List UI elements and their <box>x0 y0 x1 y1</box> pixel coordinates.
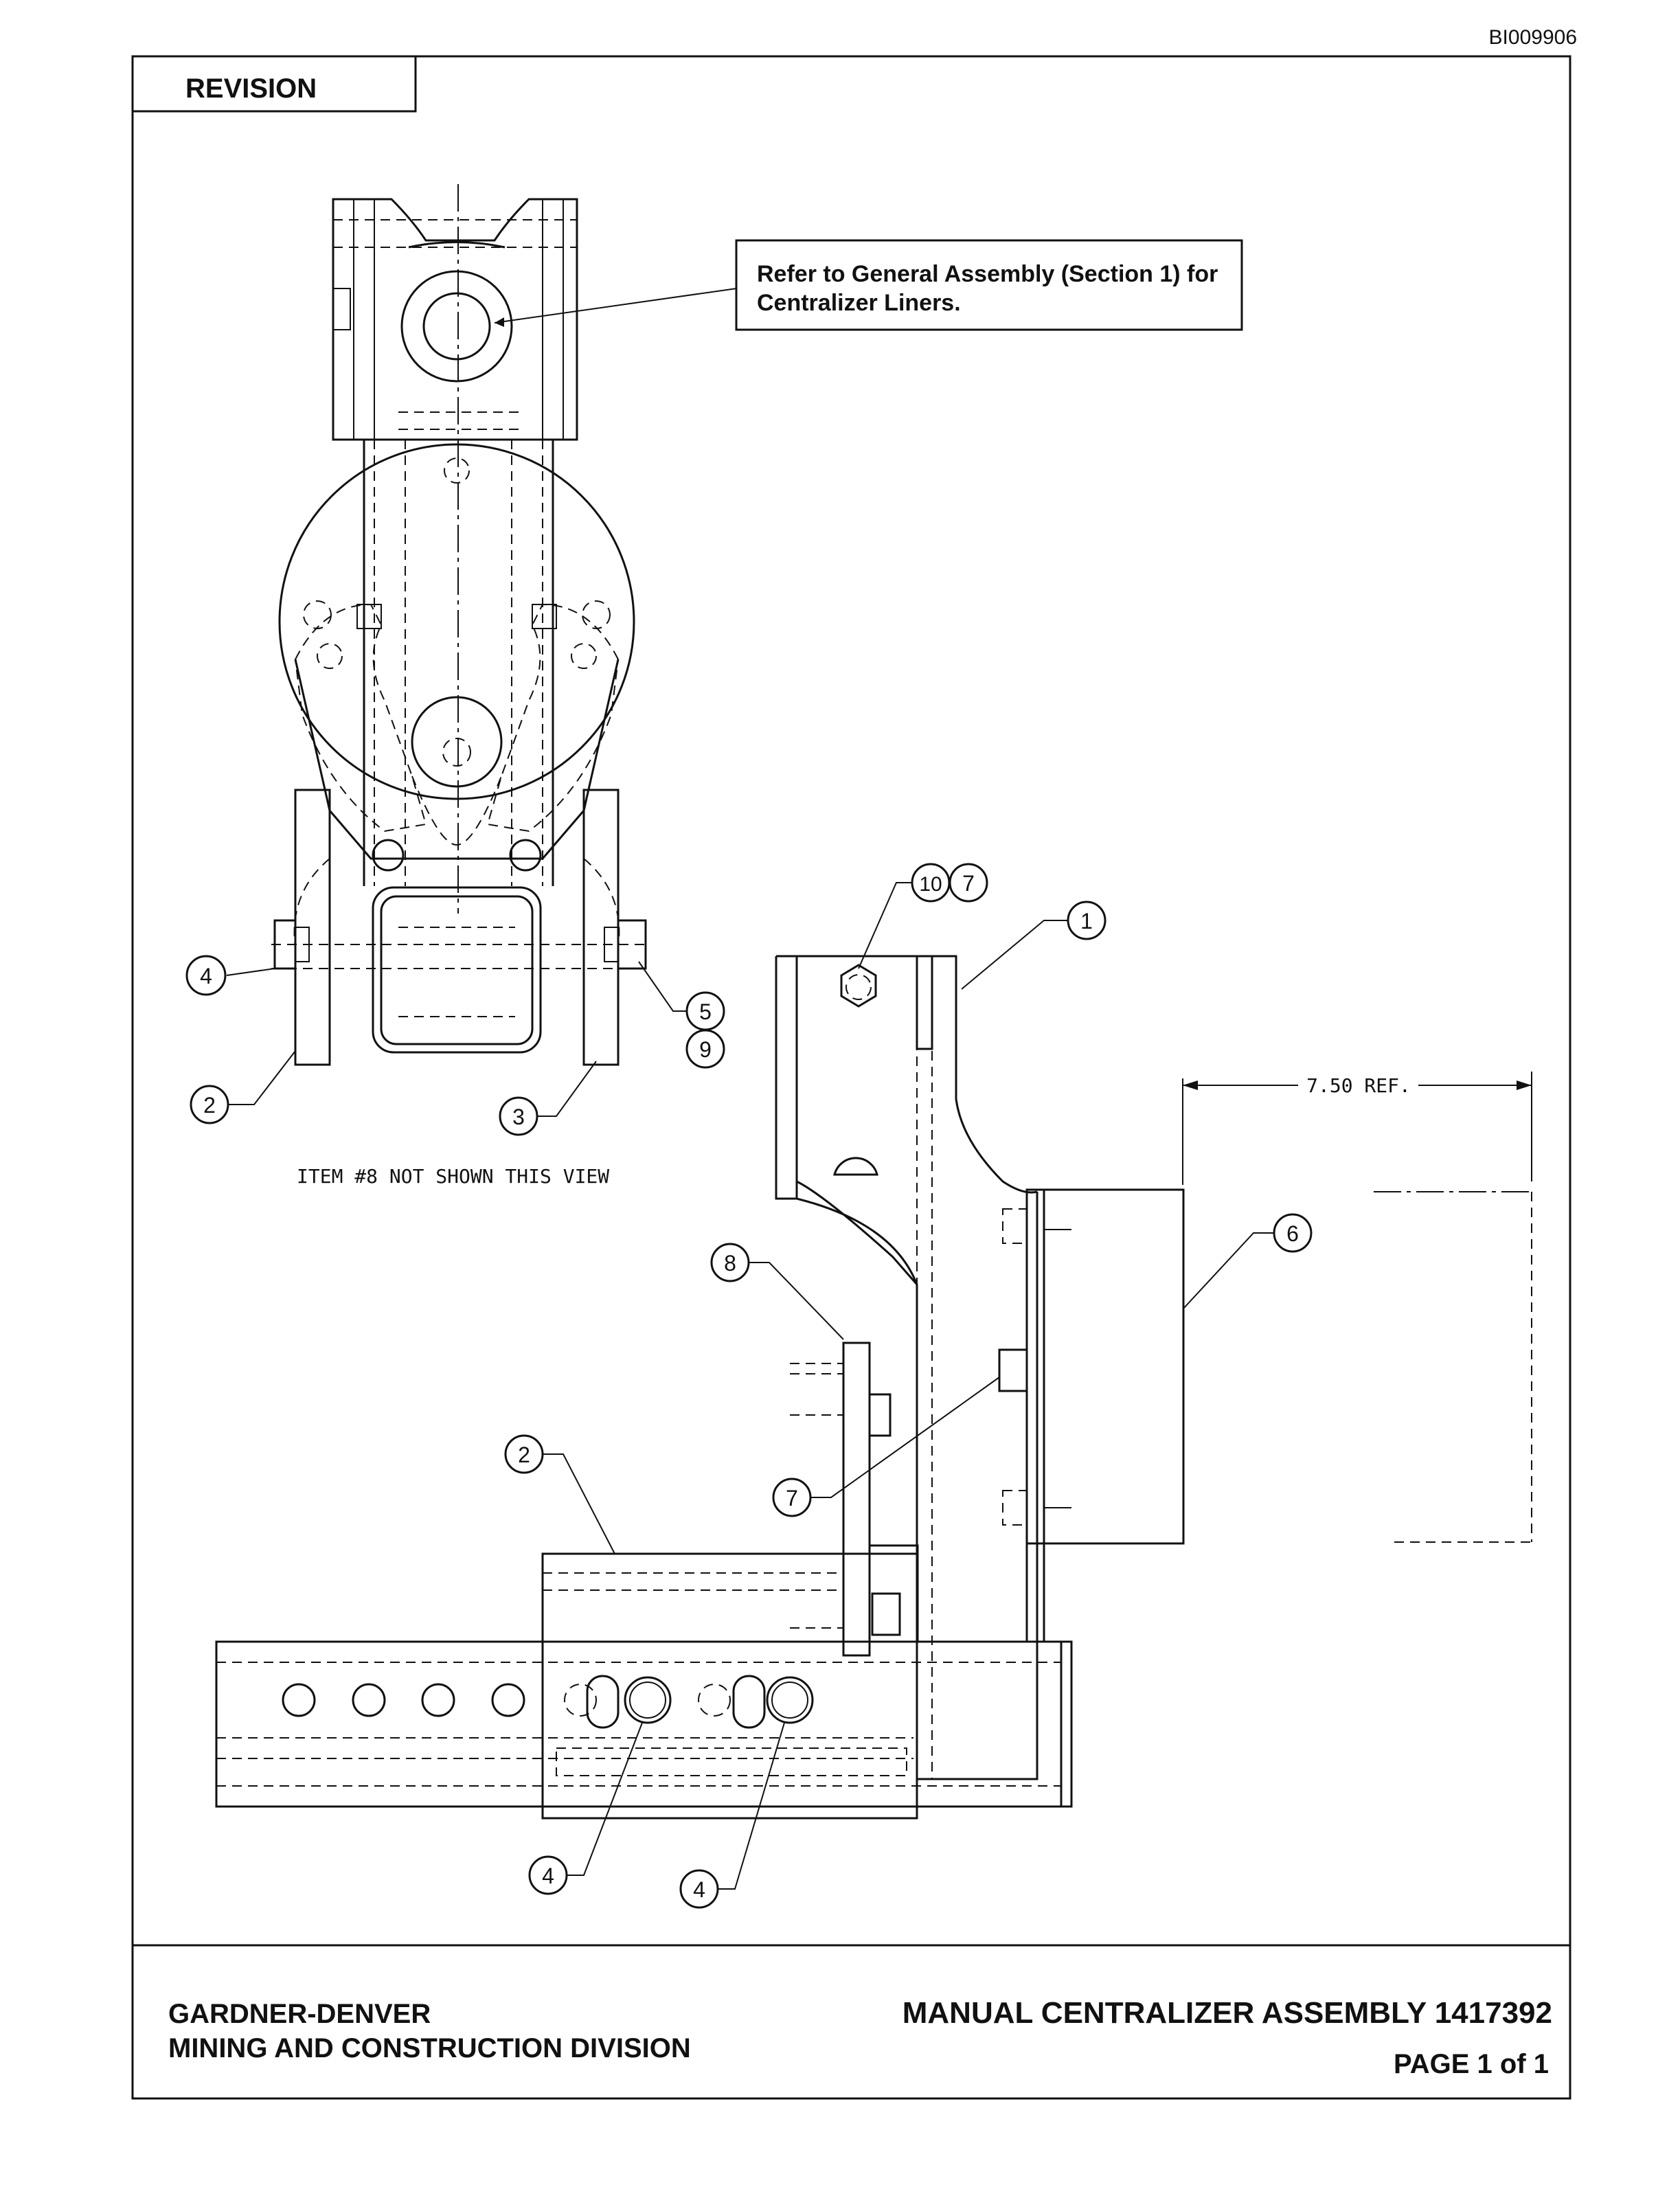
balloon-5-end-view: 5 <box>638 961 725 1031</box>
svg-text:8: 8 <box>724 1251 736 1276</box>
liner-note-line-2: Centralizer Liners. <box>757 290 961 316</box>
balloon-7-side-view-top: 7 <box>949 863 988 903</box>
revision-box: REVISION <box>131 55 417 113</box>
revision-label: REVISION <box>185 73 317 104</box>
document-id: BI009906 <box>1489 26 1577 49</box>
svg-text:4: 4 <box>200 964 212 988</box>
balloon-6-side-view: 6 <box>1183 1213 1313 1309</box>
svg-text:1: 1 <box>1080 909 1093 933</box>
svg-text:7: 7 <box>786 1486 798 1510</box>
balloon-10-side-view: 10 <box>858 863 951 969</box>
liner-note-box: Refer to General Assembly (Section 1) fo… <box>494 239 1243 331</box>
svg-text:5: 5 <box>699 999 712 1024</box>
balloon-1-side-view: 1 <box>961 901 1106 990</box>
balloon-4-end-view: 4 <box>185 955 275 996</box>
drawing-title: MANUAL CENTRALIZER ASSEMBLY 1417392 <box>903 1996 1552 2030</box>
balloon-7-side-view-mid: 7 <box>772 1377 1000 1517</box>
view-note: ITEM #8 NOT SHOWN THIS VIEW <box>297 1165 609 1188</box>
division-name: MINING AND CONSTRUCTION DIVISION <box>168 2033 691 2063</box>
dimension-label: 7.50 REF. <box>1306 1074 1411 1097</box>
drawing-border <box>131 55 1571 2100</box>
svg-text:7: 7 <box>962 871 975 896</box>
end-view-drawing <box>271 184 647 1066</box>
side-view-drawing: 7.50 REF. <box>215 955 1532 1820</box>
balloon-2-end-view: 2 <box>190 1050 296 1124</box>
svg-text:9: 9 <box>699 1037 712 1062</box>
liner-note-leader <box>494 288 737 324</box>
balloon-4-side-view-left: 4 <box>528 1722 643 1895</box>
balloon-3-end-view: 3 <box>499 1061 597 1136</box>
svg-text:2: 2 <box>518 1442 530 1467</box>
svg-text:3: 3 <box>512 1105 525 1129</box>
balloon-8-side-view: 8 <box>710 1243 844 1340</box>
balloon-9-end-view: 9 <box>685 1029 725 1069</box>
balloon-2-side-view: 2 <box>504 1434 615 1554</box>
liner-note-line-1: Refer to General Assembly (Section 1) fo… <box>757 261 1218 287</box>
svg-text:4: 4 <box>542 1864 554 1888</box>
balloon-4-side-view-right: 4 <box>679 1722 785 1909</box>
page-number: PAGE 1 of 1 <box>1394 2049 1549 2079</box>
svg-text:6: 6 <box>1286 1221 1299 1246</box>
company-name: GARDNER-DENVER <box>168 1999 431 2029</box>
svg-text:2: 2 <box>203 1093 216 1118</box>
svg-text:10: 10 <box>919 873 942 896</box>
title-block: GARDNER-DENVER MINING AND CONSTRUCTION D… <box>133 1944 1570 2079</box>
svg-text:4: 4 <box>693 1877 705 1902</box>
